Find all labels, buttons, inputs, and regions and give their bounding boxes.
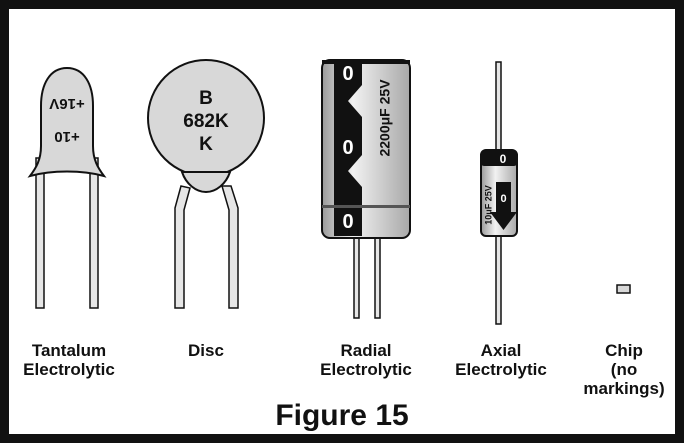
disc-marking-line1: B bbox=[199, 88, 213, 109]
axial-band-symbol: 0 bbox=[500, 152, 507, 166]
tantalum-body bbox=[27, 66, 107, 178]
disc-marking-line2: 682K bbox=[183, 111, 229, 132]
radial-minus-symbol-2: 0 bbox=[342, 137, 353, 159]
disc-label: Disc bbox=[166, 341, 246, 360]
axial-capacitor: 0 0 10μF 25V bbox=[480, 61, 518, 325]
axial-label-line2: Electrolytic bbox=[455, 360, 547, 379]
radial-lead-left bbox=[353, 232, 360, 319]
radial-minus-symbol-3: 0 bbox=[342, 211, 353, 233]
tantalum-label: Tantalum Electrolytic bbox=[14, 341, 124, 379]
chip-label: Chip (no markings) bbox=[576, 341, 672, 398]
tantalum-lead-right bbox=[89, 157, 99, 309]
axial-minus-symbol: 0 bbox=[500, 193, 506, 205]
disc-label-text: Disc bbox=[188, 341, 224, 360]
tantalum-label-line1: Tantalum bbox=[31, 341, 107, 360]
tantalum-capacitor: +16V +10 bbox=[27, 66, 107, 309]
radial-label-line2: Electrolytic bbox=[320, 360, 412, 379]
disc-marking-line3: K bbox=[199, 134, 213, 155]
chip-body bbox=[616, 284, 631, 294]
chip-label-line1: Chip bbox=[605, 341, 643, 360]
tantalum-marking-value: +10 bbox=[54, 128, 79, 145]
radial-top-ring bbox=[322, 60, 410, 64]
tantalum-lead-left bbox=[35, 157, 45, 309]
chip-label-line2: (no bbox=[610, 360, 638, 379]
axial-lead-bottom bbox=[495, 233, 502, 325]
radial-polarity-stripe bbox=[334, 62, 362, 236]
radial-marking: 2200μF 25V bbox=[377, 79, 393, 157]
axial-label: Axial Electrolytic bbox=[441, 341, 561, 379]
disc-neck bbox=[180, 171, 232, 194]
axial-marking: 10μF 25V bbox=[483, 185, 493, 225]
radial-label-line1: Radial bbox=[340, 341, 392, 360]
disc-lead-right bbox=[221, 185, 239, 309]
tantalum-marking-voltage: +16V bbox=[49, 95, 84, 112]
disc-capacitor: B 682K K bbox=[147, 59, 265, 309]
radial-label: Radial Electrolytic bbox=[306, 341, 426, 379]
tantalum-label-line2: Electrolytic bbox=[23, 360, 115, 379]
disc-lead-left bbox=[174, 185, 191, 309]
chip-capacitor bbox=[616, 284, 631, 294]
figure-title: Figure 15 bbox=[275, 399, 409, 432]
axial-top-band bbox=[481, 150, 517, 166]
radial-minus-symbol-1: 0 bbox=[342, 63, 353, 85]
axial-label-line1: Axial bbox=[480, 341, 522, 360]
radial-bottom-ring bbox=[322, 205, 410, 208]
axial-lead-top bbox=[495, 61, 502, 153]
chip-label-line3: markings) bbox=[583, 379, 665, 398]
axial-polarity-arrow bbox=[490, 182, 517, 230]
radial-capacitor: 0 0 0 2200μF 25V bbox=[321, 59, 411, 319]
radial-lead-right bbox=[374, 232, 381, 319]
